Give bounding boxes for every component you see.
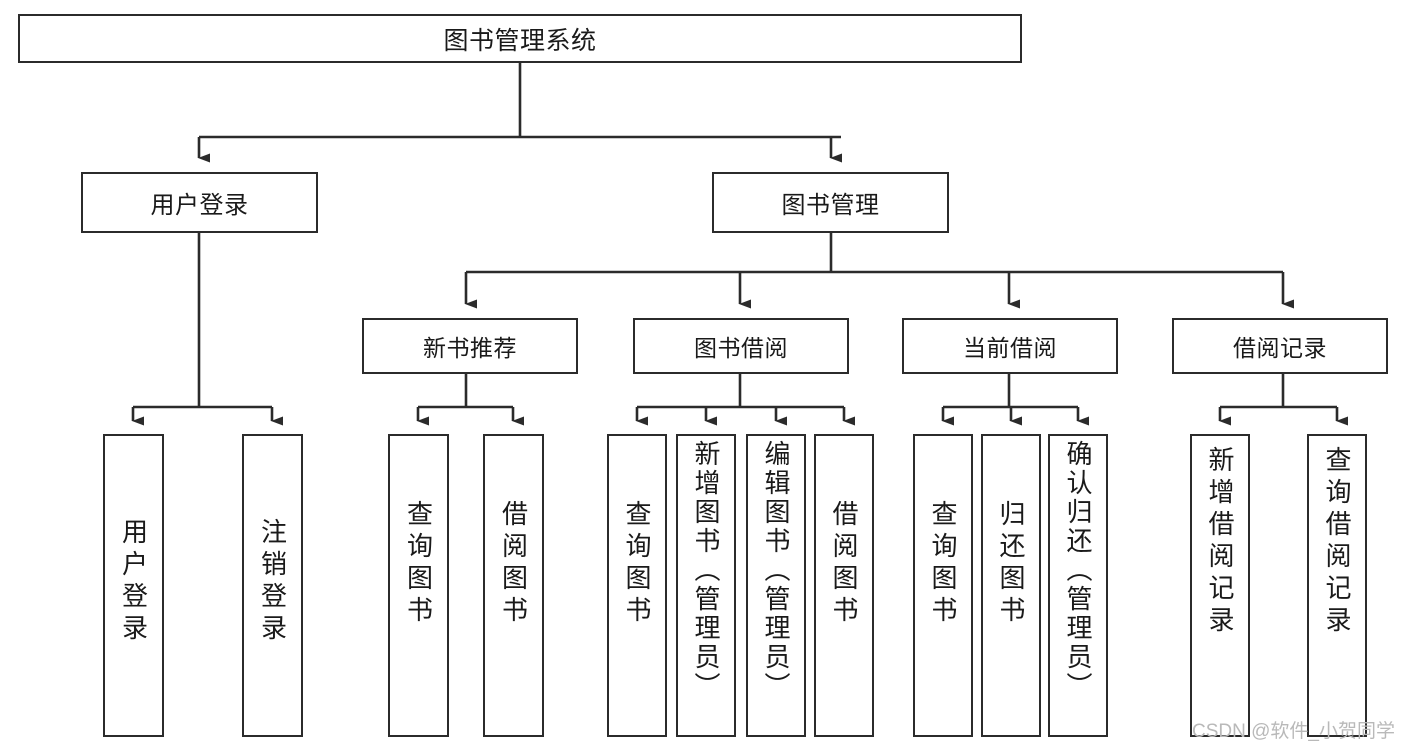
node-leaf-borrow-book-2-label: 借阅图书 <box>829 500 859 628</box>
node-leaf-edit-book-admin[interactable]: 编辑图书（管理员） <box>746 434 806 737</box>
node-user-login[interactable]: 用户登录 <box>81 172 318 233</box>
node-leaf-query-book-2-label: 查询图书 <box>622 500 652 628</box>
node-leaf-query-book-3-label: 查询图书 <box>928 500 958 628</box>
node-leaf-add-book-admin-label: 新增图书（管理员） <box>691 440 721 701</box>
node-current-borrow[interactable]: 当前借阅 <box>902 318 1118 374</box>
node-root-label: 图书管理系统 <box>443 26 597 55</box>
node-user-login-label: 用户登录 <box>150 192 249 219</box>
node-leaf-borrow-book-2[interactable]: 借阅图书 <box>814 434 874 737</box>
node-book-borrow[interactable]: 图书借阅 <box>633 318 849 374</box>
node-leaf-edit-book-admin-label: 编辑图书（管理员） <box>761 440 791 701</box>
node-leaf-borrow-book-1[interactable]: 借阅图书 <box>483 434 544 737</box>
node-leaf-confirm-return-admin-label: 确认归还（管理员） <box>1063 440 1093 701</box>
node-leaf-query-borrow-record-label: 查询借阅记录 <box>1322 446 1352 638</box>
node-new-book-recommend-label: 新书推荐 <box>423 335 517 361</box>
node-root[interactable]: 图书管理系统 <box>18 14 1022 63</box>
node-leaf-user-login[interactable]: 用户登录 <box>103 434 164 737</box>
node-leaf-add-book-admin[interactable]: 新增图书（管理员） <box>676 434 736 737</box>
node-book-manage[interactable]: 图书管理 <box>712 172 949 233</box>
node-book-manage-label: 图书管理 <box>781 192 880 219</box>
node-book-borrow-label: 图书借阅 <box>694 335 788 361</box>
node-leaf-user-logout[interactable]: 注销登录 <box>242 434 303 737</box>
node-leaf-user-login-label: 用户登录 <box>118 518 149 646</box>
node-leaf-return-book[interactable]: 归还图书 <box>981 434 1041 737</box>
node-leaf-confirm-return-admin[interactable]: 确认归还（管理员） <box>1048 434 1108 737</box>
node-borrow-record-label: 借阅记录 <box>1233 335 1327 361</box>
node-leaf-borrow-book-1-label: 借阅图书 <box>498 500 529 628</box>
node-borrow-record[interactable]: 借阅记录 <box>1172 318 1388 374</box>
node-leaf-user-logout-label: 注销登录 <box>257 518 288 646</box>
node-leaf-query-borrow-record[interactable]: 查询借阅记录 <box>1307 434 1367 737</box>
node-leaf-add-borrow-record-label: 新增借阅记录 <box>1205 446 1235 638</box>
node-leaf-add-borrow-record[interactable]: 新增借阅记录 <box>1190 434 1250 737</box>
node-current-borrow-label: 当前借阅 <box>963 335 1057 361</box>
node-new-book-recommend[interactable]: 新书推荐 <box>362 318 578 374</box>
node-leaf-return-book-label: 归还图书 <box>996 500 1026 628</box>
node-leaf-query-book-2[interactable]: 查询图书 <box>607 434 667 737</box>
node-leaf-query-book-1[interactable]: 查询图书 <box>388 434 449 737</box>
node-leaf-query-book-3[interactable]: 查询图书 <box>913 434 973 737</box>
node-leaf-query-book-1-label: 查询图书 <box>403 500 434 628</box>
